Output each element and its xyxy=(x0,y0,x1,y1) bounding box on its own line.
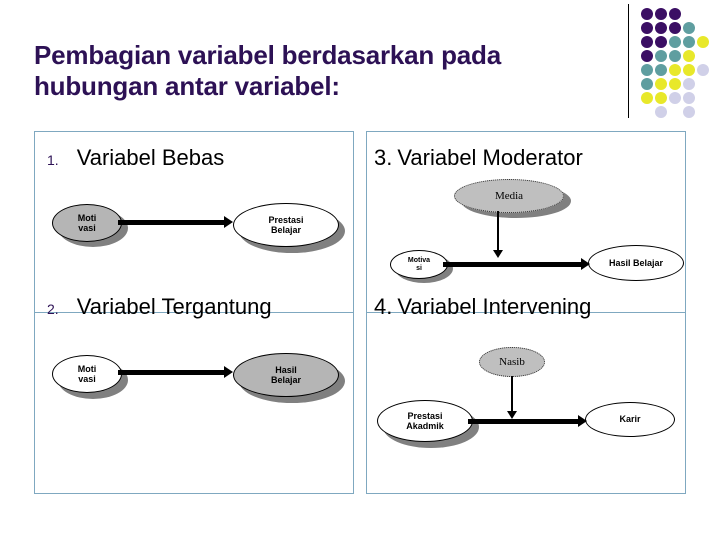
node-prestasi-belajar-p1-label: Prestasi Belajar xyxy=(268,215,303,235)
panel-variabel-tergantung xyxy=(34,312,354,494)
node-motivasi-p1-line2: vasi xyxy=(78,223,96,233)
decor-dot-21 xyxy=(641,78,653,90)
heading-variabel-moderator: 3.Variabel Moderator xyxy=(374,146,583,170)
panel-label-4: Variabel Intervening xyxy=(397,294,592,319)
arrow-line-p2 xyxy=(118,370,226,375)
node-hasil-belajar-p2[interactable]: Hasil Belajar xyxy=(233,353,339,397)
decor-dot-9 xyxy=(669,36,681,48)
page-title: Pembagian variabel berdasarkan pada hubu… xyxy=(34,40,594,102)
decor-dot-22 xyxy=(655,78,667,90)
arrow-line-nasib-p4 xyxy=(511,376,513,412)
dot-grid-decoration xyxy=(641,8,713,120)
heading-variabel-intervening: 4.Variabel Intervening xyxy=(374,295,591,319)
node-hasil-belajar-p3[interactable]: Hasil Belajar xyxy=(588,245,684,281)
decor-dot-23 xyxy=(669,78,681,90)
decor-dot-16 xyxy=(641,64,653,76)
decor-dot-2 xyxy=(669,8,681,20)
arrow-head-p4 xyxy=(578,415,587,427)
node-motivasi-p2[interactable]: Moti vasi xyxy=(52,355,122,393)
node-motivasi-p2-label: Moti vasi xyxy=(78,364,97,384)
node-motivasi-p1-label: Moti vasi xyxy=(78,213,97,233)
node-nasib-p4[interactable]: Nasib xyxy=(479,347,545,377)
decor-dot-0 xyxy=(641,8,653,20)
node-motivasi-p3-line1: Motiva xyxy=(407,256,431,264)
decor-dot-20 xyxy=(697,64,709,76)
arrow-head-nasib-p4 xyxy=(507,411,517,419)
arrow-head-media-p3 xyxy=(493,250,503,258)
decor-dot-12 xyxy=(641,50,653,62)
decor-dot-15 xyxy=(683,50,695,62)
decor-dot-19 xyxy=(683,64,695,76)
panel-label-1: Variabel Bebas xyxy=(76,145,225,170)
panel-number-2: 2. xyxy=(47,301,59,317)
node-karir-p4[interactable]: Karir xyxy=(585,402,675,437)
node-motivasi-p3[interactable]: Motiva si xyxy=(390,250,448,279)
node-prestasi-belajar-p1-line2: Belajar xyxy=(270,225,302,235)
decor-dot-6 xyxy=(683,22,695,34)
decor-dot-7 xyxy=(641,36,653,48)
arrow-line-media-p3 xyxy=(497,211,499,251)
node-hasil-belajar-p2-line2: Belajar xyxy=(270,375,302,385)
node-prestasi-akadmik-p4-label: Prestasi Akadmik xyxy=(406,411,444,431)
decor-dot-29 xyxy=(655,106,667,118)
heading-variabel-tergantung: 2. Variabel Tergantung xyxy=(47,295,272,321)
arrow-head-p3 xyxy=(581,258,590,270)
arrow-line-p1 xyxy=(118,220,226,225)
decor-dot-27 xyxy=(669,92,681,104)
node-motivasi-p2-line2: vasi xyxy=(78,374,96,384)
title-line-1: Pembagian variabel berdasarkan pada xyxy=(34,40,501,70)
decor-dot-4 xyxy=(655,22,667,34)
node-hasil-belajar-p3-label: Hasil Belajar xyxy=(608,257,664,268)
panel-label-2: Variabel Tergantung xyxy=(76,294,272,319)
node-motivasi-p3-line2: si xyxy=(416,264,422,272)
node-motivasi-p1[interactable]: Moti vasi xyxy=(52,204,122,242)
decor-dot-1 xyxy=(655,8,667,20)
decor-dot-24 xyxy=(683,78,695,90)
decor-dot-14 xyxy=(669,50,681,62)
decor-dot-8 xyxy=(655,36,667,48)
decor-dot-11 xyxy=(697,36,709,48)
decor-dot-5 xyxy=(669,22,681,34)
node-karir-p4-label: Karir xyxy=(619,414,641,425)
node-media-p3-label: Media xyxy=(494,189,524,202)
decor-dot-26 xyxy=(655,92,667,104)
node-prestasi-akadmik-p4-line2: Akadmik xyxy=(406,421,444,431)
node-prestasi-belajar-p1-line1: Prestasi xyxy=(268,214,304,225)
decor-dot-10 xyxy=(683,36,695,48)
node-prestasi-akadmik-p4[interactable]: Prestasi Akadmik xyxy=(377,400,473,442)
panel-label-3: Variabel Moderator xyxy=(397,145,583,170)
node-motivasi-p2-line1: Moti xyxy=(77,363,97,374)
decor-dot-18 xyxy=(669,64,681,76)
decor-dot-30 xyxy=(683,106,695,118)
arrow-line-p4 xyxy=(468,419,580,424)
vertical-rule-divider xyxy=(628,4,629,118)
decor-dot-3 xyxy=(641,22,653,34)
node-media-p3[interactable]: Media xyxy=(454,179,564,213)
decor-dot-25 xyxy=(641,92,653,104)
node-prestasi-belajar-p1[interactable]: Prestasi Belajar xyxy=(233,203,339,247)
node-motivasi-p3-label: Motiva si xyxy=(408,257,430,273)
panel-number-4: 4. xyxy=(374,294,393,319)
node-nasib-p4-label: Nasib xyxy=(499,355,525,368)
panel-number-3: 3. xyxy=(374,145,393,170)
decor-dot-13 xyxy=(655,50,667,62)
heading-variabel-bebas: 1. Variabel Bebas xyxy=(47,146,224,172)
arrow-head-p2 xyxy=(224,366,233,378)
node-hasil-belajar-p2-label: Hasil Belajar xyxy=(271,365,301,385)
node-prestasi-akadmik-p4-line1: Prestasi xyxy=(407,410,443,421)
panel-number-1: 1. xyxy=(47,152,59,168)
arrow-line-p3 xyxy=(443,262,583,267)
decor-dot-28 xyxy=(683,92,695,104)
node-hasil-belajar-p2-line1: Hasil xyxy=(275,364,297,375)
arrow-head-p1 xyxy=(224,216,233,228)
title-line-2: hubungan antar variabel: xyxy=(34,71,340,101)
decor-dot-17 xyxy=(655,64,667,76)
node-motivasi-p1-line1: Moti xyxy=(77,212,97,223)
